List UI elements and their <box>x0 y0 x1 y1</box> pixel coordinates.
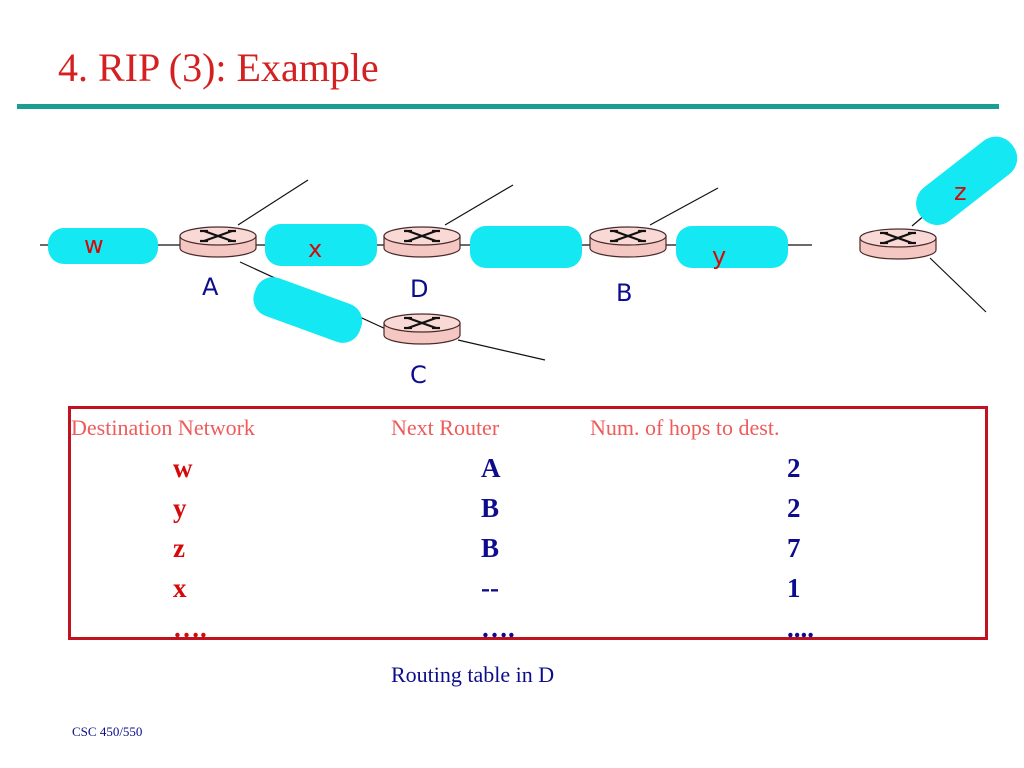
table-row: …. …. .... <box>71 613 985 653</box>
hops-cell: .... <box>787 613 814 643</box>
hops-cell: 1 <box>787 573 801 603</box>
header-hops: Num. of hops to dest. <box>590 415 780 440</box>
header-destination: Destination Network <box>71 415 255 440</box>
network-blob-y: y <box>676 226 788 270</box>
router-z-icon <box>858 227 938 261</box>
header-next-router: Next Router <box>391 415 500 440</box>
destination-cell: w <box>173 453 193 483</box>
table-caption: Routing table in D <box>391 662 555 687</box>
destination-cell: x <box>173 573 187 603</box>
title-divider <box>17 104 999 109</box>
network-blob-z: z <box>916 136 1018 226</box>
router-b-icon <box>588 225 668 259</box>
slide-title: 4. RIP (3): Example <box>58 45 379 90</box>
next-router-cell: B <box>481 493 500 523</box>
network-label-z: z <box>954 178 967 206</box>
destination-cell: y <box>173 493 187 523</box>
destination-cell: z <box>173 533 185 563</box>
next-router-cell: …. <box>481 613 515 643</box>
table-row: w A 2 <box>71 453 985 493</box>
router-label-b: B <box>616 279 632 307</box>
next-router-cell: B <box>481 533 500 563</box>
next-router-cell: -- <box>481 573 499 603</box>
network-label-x: x <box>308 235 322 263</box>
network-blob-db <box>470 226 582 268</box>
router-c-icon <box>382 312 462 346</box>
table-row: y B 2 <box>71 493 985 533</box>
network-label-y: y <box>712 242 726 270</box>
router-label-d: D <box>410 275 428 303</box>
network-links <box>40 179 987 361</box>
router-label-a: A <box>202 273 219 301</box>
routing-table: Destination Network Next Router Num. of … <box>68 406 988 643</box>
router-a-icon <box>178 225 258 259</box>
network-blob-w: w <box>48 228 158 264</box>
table-row: z B 7 <box>71 533 985 573</box>
destination-cell: …. <box>173 613 207 643</box>
network-blob-ac <box>253 277 363 343</box>
network-blob-x: x <box>265 224 377 266</box>
next-router-cell: A <box>481 453 501 483</box>
network-label-w: w <box>84 231 104 259</box>
hops-cell: 7 <box>787 533 801 563</box>
hops-cell: 2 <box>787 453 801 483</box>
hops-cell: 2 <box>787 493 801 523</box>
network-diagram: w x y z A D B C <box>40 136 1018 389</box>
slide-footer: CSC 450/550 <box>72 724 143 739</box>
router-label-c: C <box>410 361 427 389</box>
table-row: x -- 1 <box>71 573 985 613</box>
router-d-icon <box>382 225 462 259</box>
